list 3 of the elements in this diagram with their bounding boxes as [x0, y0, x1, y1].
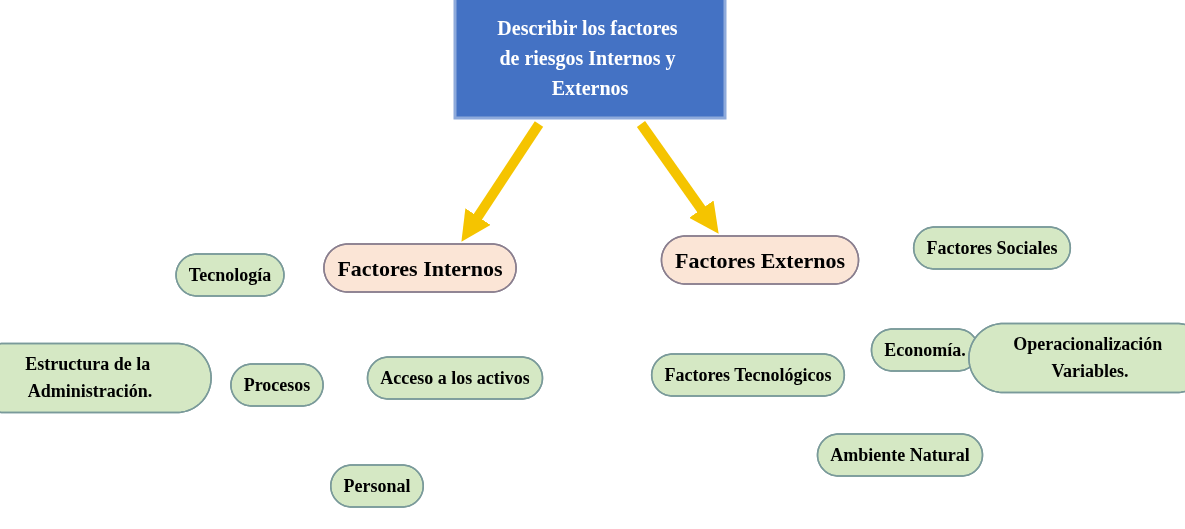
arrow: [636, 121, 719, 234]
node-box: Describir los factores de riesgos Internos y Externos: [453, 0, 727, 120]
arrow: [461, 121, 544, 242]
